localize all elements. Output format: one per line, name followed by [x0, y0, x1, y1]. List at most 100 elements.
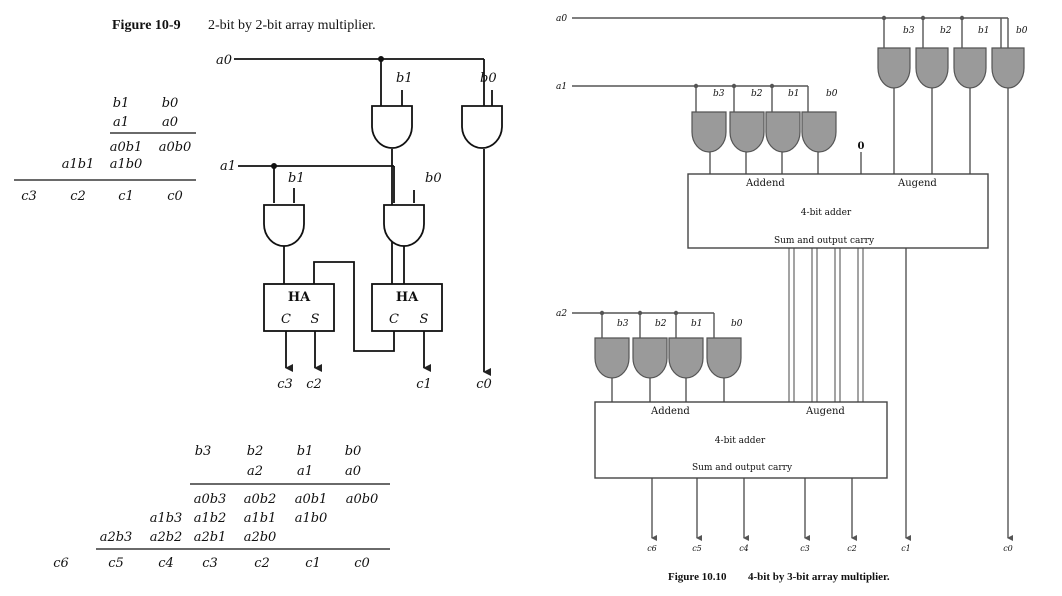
fig10-and-gate-a0b2: [915, 47, 949, 89]
lower-adder-title: 4-bit adder: [715, 436, 766, 446]
t4-a1b2: a1b2: [194, 511, 227, 526]
table-4x3: b3 b2 b1 b0 a2 a1 a0 a0b3 a0b2 a0b1 a0b0…: [53, 444, 390, 571]
fig10-row1-b0: b0: [826, 89, 838, 99]
t2-a0: a0: [162, 115, 178, 130]
fig10-input-a1: a1: [556, 82, 567, 92]
fig10-output-c5: c5: [692, 544, 702, 553]
lower-adder-addend: Addend: [650, 406, 690, 417]
upper-4bit-adder: [687, 173, 989, 249]
fig9-input-b0-mid: b0: [425, 171, 442, 186]
t4-a0b2: a0b2: [244, 492, 277, 507]
figure-10-10-caption: 4-bit by 3-bit array multiplier.: [748, 571, 890, 583]
t2-c0: c0: [167, 189, 183, 204]
fig10-row0-b2: b2: [940, 26, 952, 36]
t4-c2: c2: [254, 556, 270, 571]
t4-c5: c5: [108, 556, 124, 571]
half-adder-right-sum: S: [420, 312, 429, 327]
fig9-output-c1: c1: [416, 377, 432, 392]
t4-c6: c6: [53, 556, 69, 571]
fig10-output-c0: c0: [1003, 544, 1013, 553]
fig10-row2-b1: b1: [691, 319, 703, 329]
fig10-output-c1: c1: [901, 544, 911, 553]
t4-a2: a2: [247, 464, 263, 479]
fig9-input-a1: a1: [220, 159, 236, 174]
fig10-row2-b2: b2: [655, 319, 667, 329]
t2-a1: a1: [113, 115, 129, 130]
t4-a2b3: a2b3: [100, 530, 133, 545]
t2-b1: b1: [113, 96, 130, 111]
fig9-and-gate-a1b1: [263, 204, 305, 247]
fig9-input-b0-top: b0: [480, 71, 497, 86]
t2-c1: c1: [118, 189, 134, 204]
fig10-and-gate-a1b0: [801, 111, 837, 153]
t2-c3: c3: [21, 189, 37, 204]
t4-a0b0: a0b0: [346, 492, 379, 507]
t4-a2b0: a2b0: [244, 530, 277, 545]
t4-c3: c3: [202, 556, 218, 571]
fig10-input-a0: a0: [556, 14, 567, 24]
t4-a1b0: a1b0: [295, 511, 328, 526]
t4-a1: a1: [297, 464, 313, 479]
t4-a0: a0: [345, 464, 361, 479]
fig10-and-gate-a0b0: [991, 47, 1025, 89]
fig10-row1-b3: b3: [713, 89, 725, 99]
fig10-and-gate-a2b3: [594, 337, 630, 379]
fig10-and-gate-a2b0: [706, 337, 742, 379]
fig9-output-c0: c0: [476, 377, 492, 392]
half-adder-right-carry: C: [389, 312, 399, 327]
t4-a0b3: a0b3: [194, 492, 227, 507]
upper-adder-addend: Addend: [745, 178, 785, 189]
fig9-and-gate-a0b0: [461, 105, 503, 149]
fig10-and-gate-a1b3: [691, 111, 727, 153]
half-adder-right: [371, 283, 443, 332]
fig10-row1-b1: b1: [788, 89, 800, 99]
t4-b3: b3: [195, 444, 212, 459]
fig10-and-gate-a0b3: [877, 47, 911, 89]
fig10-and-gate-a2b1: [668, 337, 704, 379]
t2-c2: c2: [70, 189, 86, 204]
half-adder-left-label: HA: [288, 290, 311, 305]
fig10-row2-b3: b3: [617, 319, 629, 329]
fig10-zero-input: 0: [858, 141, 865, 152]
fig10-and-gate-a0b1: [953, 47, 987, 89]
lower-4bit-adder: [594, 401, 888, 479]
fig9-input-a0: a0: [216, 53, 232, 68]
fig9-and-gate-a1b0: [383, 204, 425, 247]
upper-adder-title: 4-bit adder: [801, 208, 852, 218]
fig9-output-c2: c2: [306, 377, 322, 392]
fig10-and-gate-a1b2: [729, 111, 765, 153]
t4-b2: b2: [247, 444, 264, 459]
figure-10-10-number: Figure 10.10: [668, 571, 727, 583]
figure-10-10: Addend Augend 4-bit adder Sum and output…: [556, 14, 1028, 583]
t2-a0b0: a0b0: [159, 140, 192, 155]
fig9-and-gate-a0b1: [371, 105, 413, 149]
fig10-output-c2: c2: [847, 544, 857, 553]
t2-a1b0: a1b0: [110, 157, 143, 172]
t4-b0: b0: [345, 444, 362, 459]
figure-10-9-caption: 2-bit by 2-bit array multiplier.: [208, 18, 376, 33]
table-2x2: b1 b0 a1 a0 a0b1 a0b0 a1b1 a1b0 c3 c2 c1…: [14, 96, 196, 204]
fig10-output-c6: c6: [647, 544, 657, 553]
upper-adder-augend: Augend: [897, 178, 937, 189]
fig10-and-gate-a1b1: [765, 111, 801, 153]
t4-b1: b1: [297, 444, 314, 459]
fig10-row0-b3: b3: [903, 26, 915, 36]
upper-adder-sum: Sum and output carry: [774, 236, 875, 246]
figure-10-9-number: Figure 10-9: [112, 18, 181, 33]
t4-a0b1: a0b1: [295, 492, 328, 507]
t2-a1b1: a1b1: [62, 157, 95, 172]
figure-10-9: Figure 10-9 2-bit by 2-bit array multipl…: [14, 18, 503, 392]
fig10-input-a2: a2: [556, 309, 567, 319]
half-adder-right-label: HA: [396, 290, 419, 305]
fig10-output-c3: c3: [800, 544, 810, 553]
lower-adder-sum: Sum and output carry: [692, 463, 793, 473]
t4-c1: c1: [305, 556, 321, 571]
lower-adder-augend: Augend: [805, 406, 845, 417]
fig10-row1-b2: b2: [751, 89, 763, 99]
fig10-row2-b0: b0: [731, 319, 743, 329]
t4-c4: c4: [158, 556, 174, 571]
t2-a0b1: a0b1: [110, 140, 143, 155]
fig10-output-c4: c4: [739, 544, 749, 553]
fig10-and-gate-a2b2: [632, 337, 668, 379]
